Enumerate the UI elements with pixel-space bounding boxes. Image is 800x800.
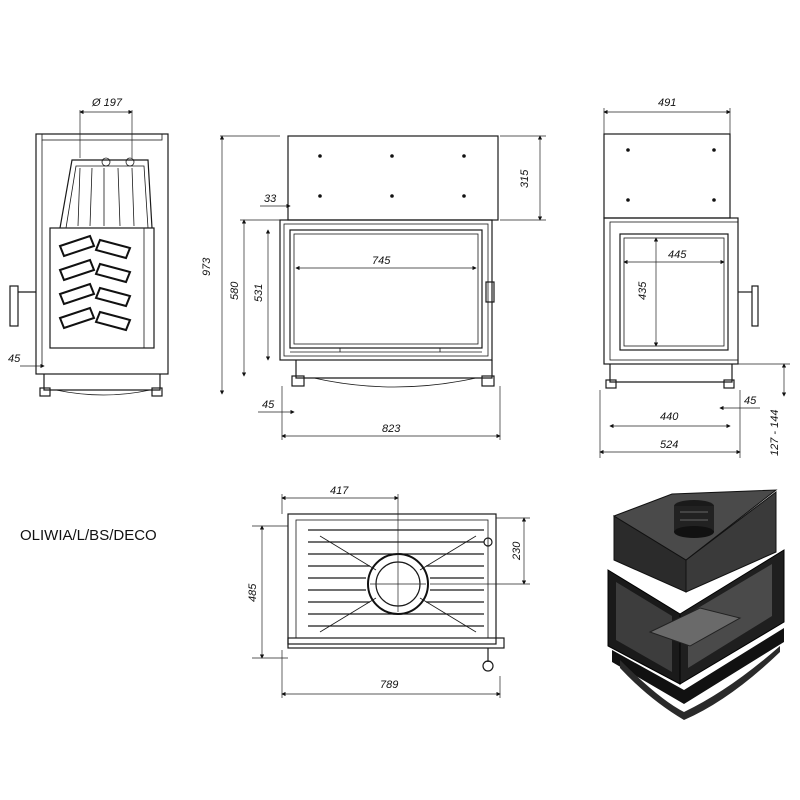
right-top-width: 491	[658, 97, 676, 109]
front-upper-height: 315	[519, 169, 531, 188]
right-view: 445 435 491 440 45 524 127 - 144	[599, 97, 790, 458]
front-bolts	[318, 154, 466, 198]
front-total-height: 973	[201, 257, 213, 276]
top-view: 417 230 485 789	[247, 485, 530, 698]
side-flue-diameter: Ø 197	[91, 97, 123, 109]
model-label: OLIWIA/L/BS/DECO	[20, 527, 157, 544]
right-right-offset: 45	[744, 395, 757, 407]
right-window-width: 445	[668, 249, 687, 261]
right-window-height: 435	[637, 281, 649, 300]
front-view: 745 973 580 531 33 315 45 823	[201, 135, 546, 440]
front-total-width: 823	[382, 423, 401, 435]
front-top-offset: 33	[264, 193, 277, 205]
front-bottom-offset: 45	[262, 399, 275, 411]
top-depth: 485	[247, 583, 259, 602]
top-width: 789	[380, 679, 398, 691]
right-leg-height: 127 - 144	[769, 410, 781, 456]
right-total-width: 524	[660, 439, 678, 451]
top-flue-offset: 417	[330, 485, 349, 497]
front-window-height: 531	[253, 284, 265, 302]
isometric-render	[607, 489, 785, 720]
front-window-outer-height: 580	[229, 281, 241, 300]
right-bolts	[626, 148, 716, 202]
side-view: Ø 197 45	[8, 97, 169, 397]
right-inner-width: 440	[660, 411, 679, 423]
front-window-width: 745	[372, 255, 391, 267]
top-flue-depth: 230	[511, 541, 523, 561]
side-left-offset: 45	[8, 353, 21, 365]
herringbone-pattern	[58, 234, 132, 332]
